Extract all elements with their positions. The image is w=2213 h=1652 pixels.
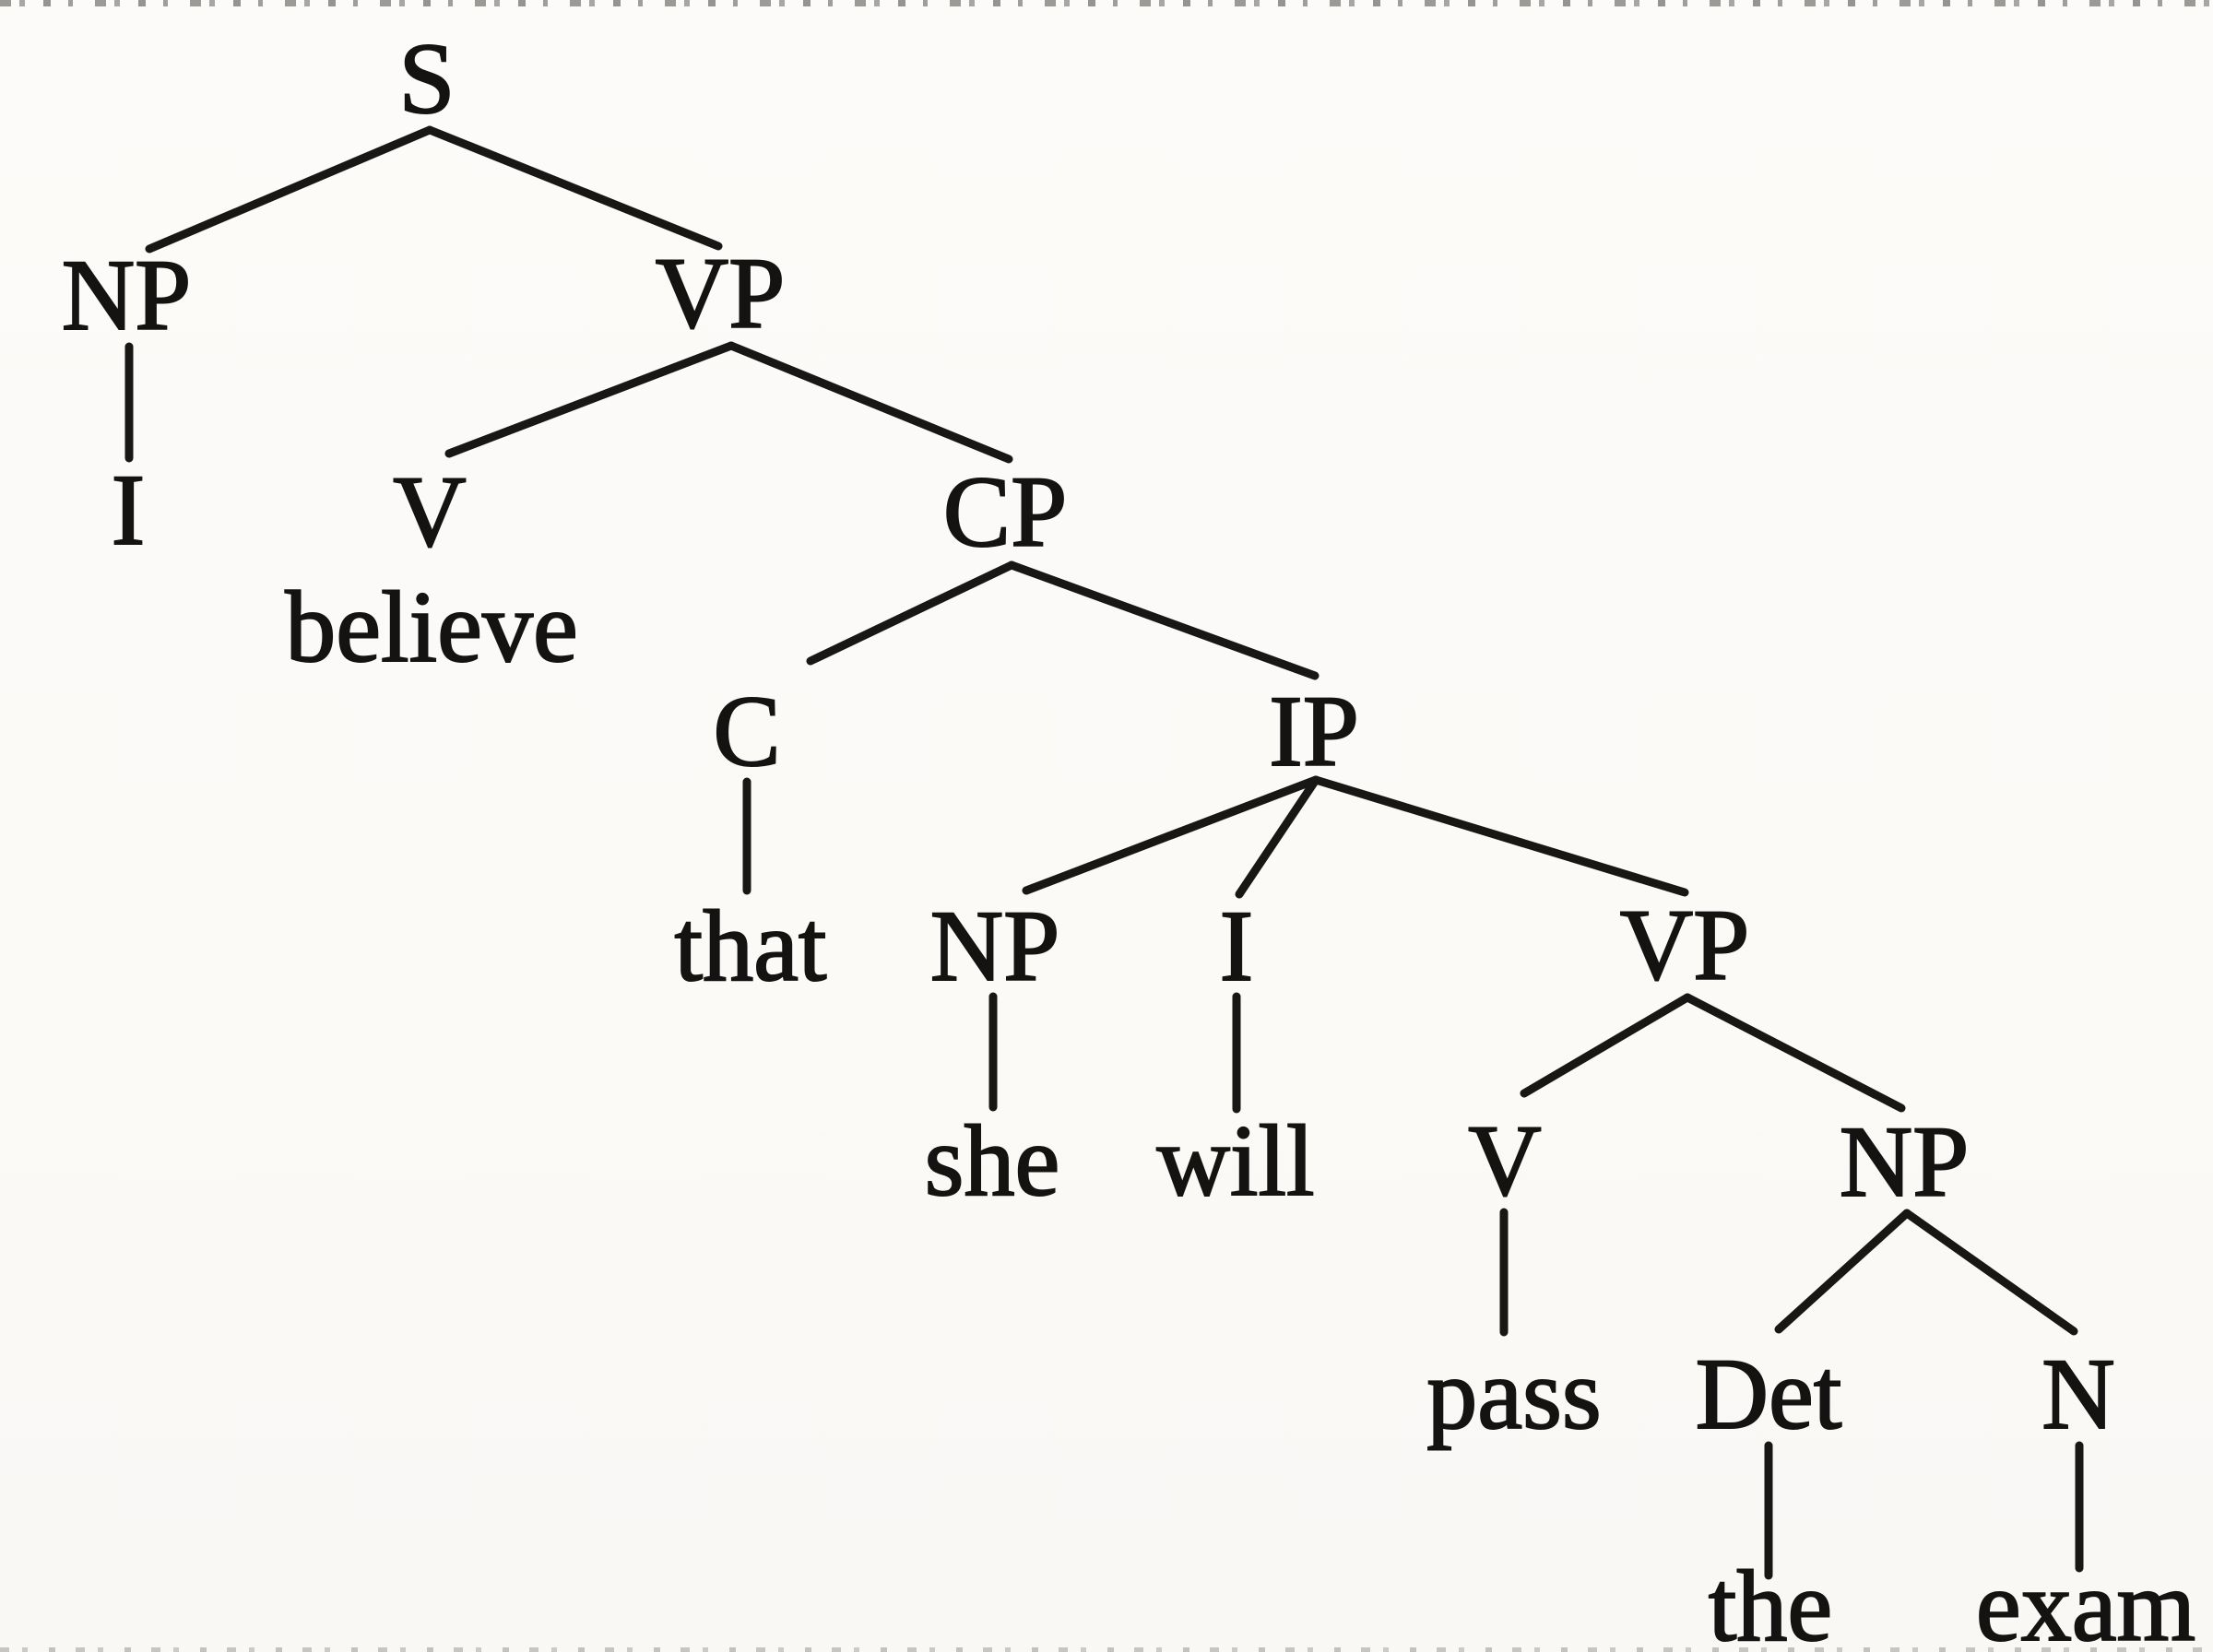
- tree-node-label-s: S: [398, 22, 455, 135]
- tree-edge-cp-c: [806, 560, 1016, 666]
- tree-node-label-that: that: [675, 890, 827, 1002]
- tree-node-label-v2: V: [1468, 1104, 1541, 1217]
- tree-node-label-n: N: [2041, 1338, 2114, 1450]
- scan-artifact-top: [0, 0, 2213, 6]
- tree-node-label-c: C: [713, 675, 780, 787]
- tree-node-label-np2: NP: [930, 890, 1060, 1002]
- tree-edge-np3-n: [1902, 1209, 2078, 1336]
- scan-artifact-bottom: [0, 1647, 2213, 1652]
- tree-node-label-vp1: VP: [656, 237, 786, 349]
- tree-edge-vp2-v2: [1520, 993, 1692, 1098]
- tree-node-label-ip: IP: [1269, 675, 1359, 787]
- tree-node-label-believe: believe: [285, 571, 578, 683]
- tree-node-label-np1: NP: [62, 239, 192, 351]
- tree-edge-cp-ip: [1007, 560, 1320, 680]
- tree-edge-ip-i2: [1235, 775, 1320, 899]
- tree-node-label-np3: NP: [1840, 1105, 1970, 1218]
- tree-node-label-she: she: [925, 1104, 1060, 1217]
- tree-node-label-v1: V: [393, 455, 466, 568]
- tree-node-label-exam: exam: [1976, 1550, 2195, 1652]
- tree-node-label-pass: pass: [1426, 1338, 1601, 1450]
- tree-edge-ip-np2: [1022, 775, 1320, 895]
- tree-edge-vp1-v1: [444, 341, 736, 458]
- tree-node-label-vp2: VP: [1620, 889, 1750, 1001]
- tree-edge-s-vp1: [425, 125, 723, 251]
- tree-edge-s-np1: [145, 125, 434, 254]
- tree-edge-ip-vp2: [1311, 775, 1689, 897]
- tree-node-label-cp: CP: [943, 455, 1068, 568]
- tree-node-label-i1: I: [112, 454, 146, 566]
- tree-node-label-det: Det: [1696, 1338, 1842, 1450]
- tree-edge-np3-det: [1774, 1209, 1911, 1334]
- tree-node-label-i2: I: [1220, 890, 1254, 1002]
- tree-node-label-will: will: [1156, 1104, 1314, 1217]
- tree-edge-vp2-np3: [1683, 993, 1906, 1113]
- tree-edge-vp1-cp: [727, 341, 1013, 464]
- tree-node-label-the: the: [1709, 1550, 1832, 1652]
